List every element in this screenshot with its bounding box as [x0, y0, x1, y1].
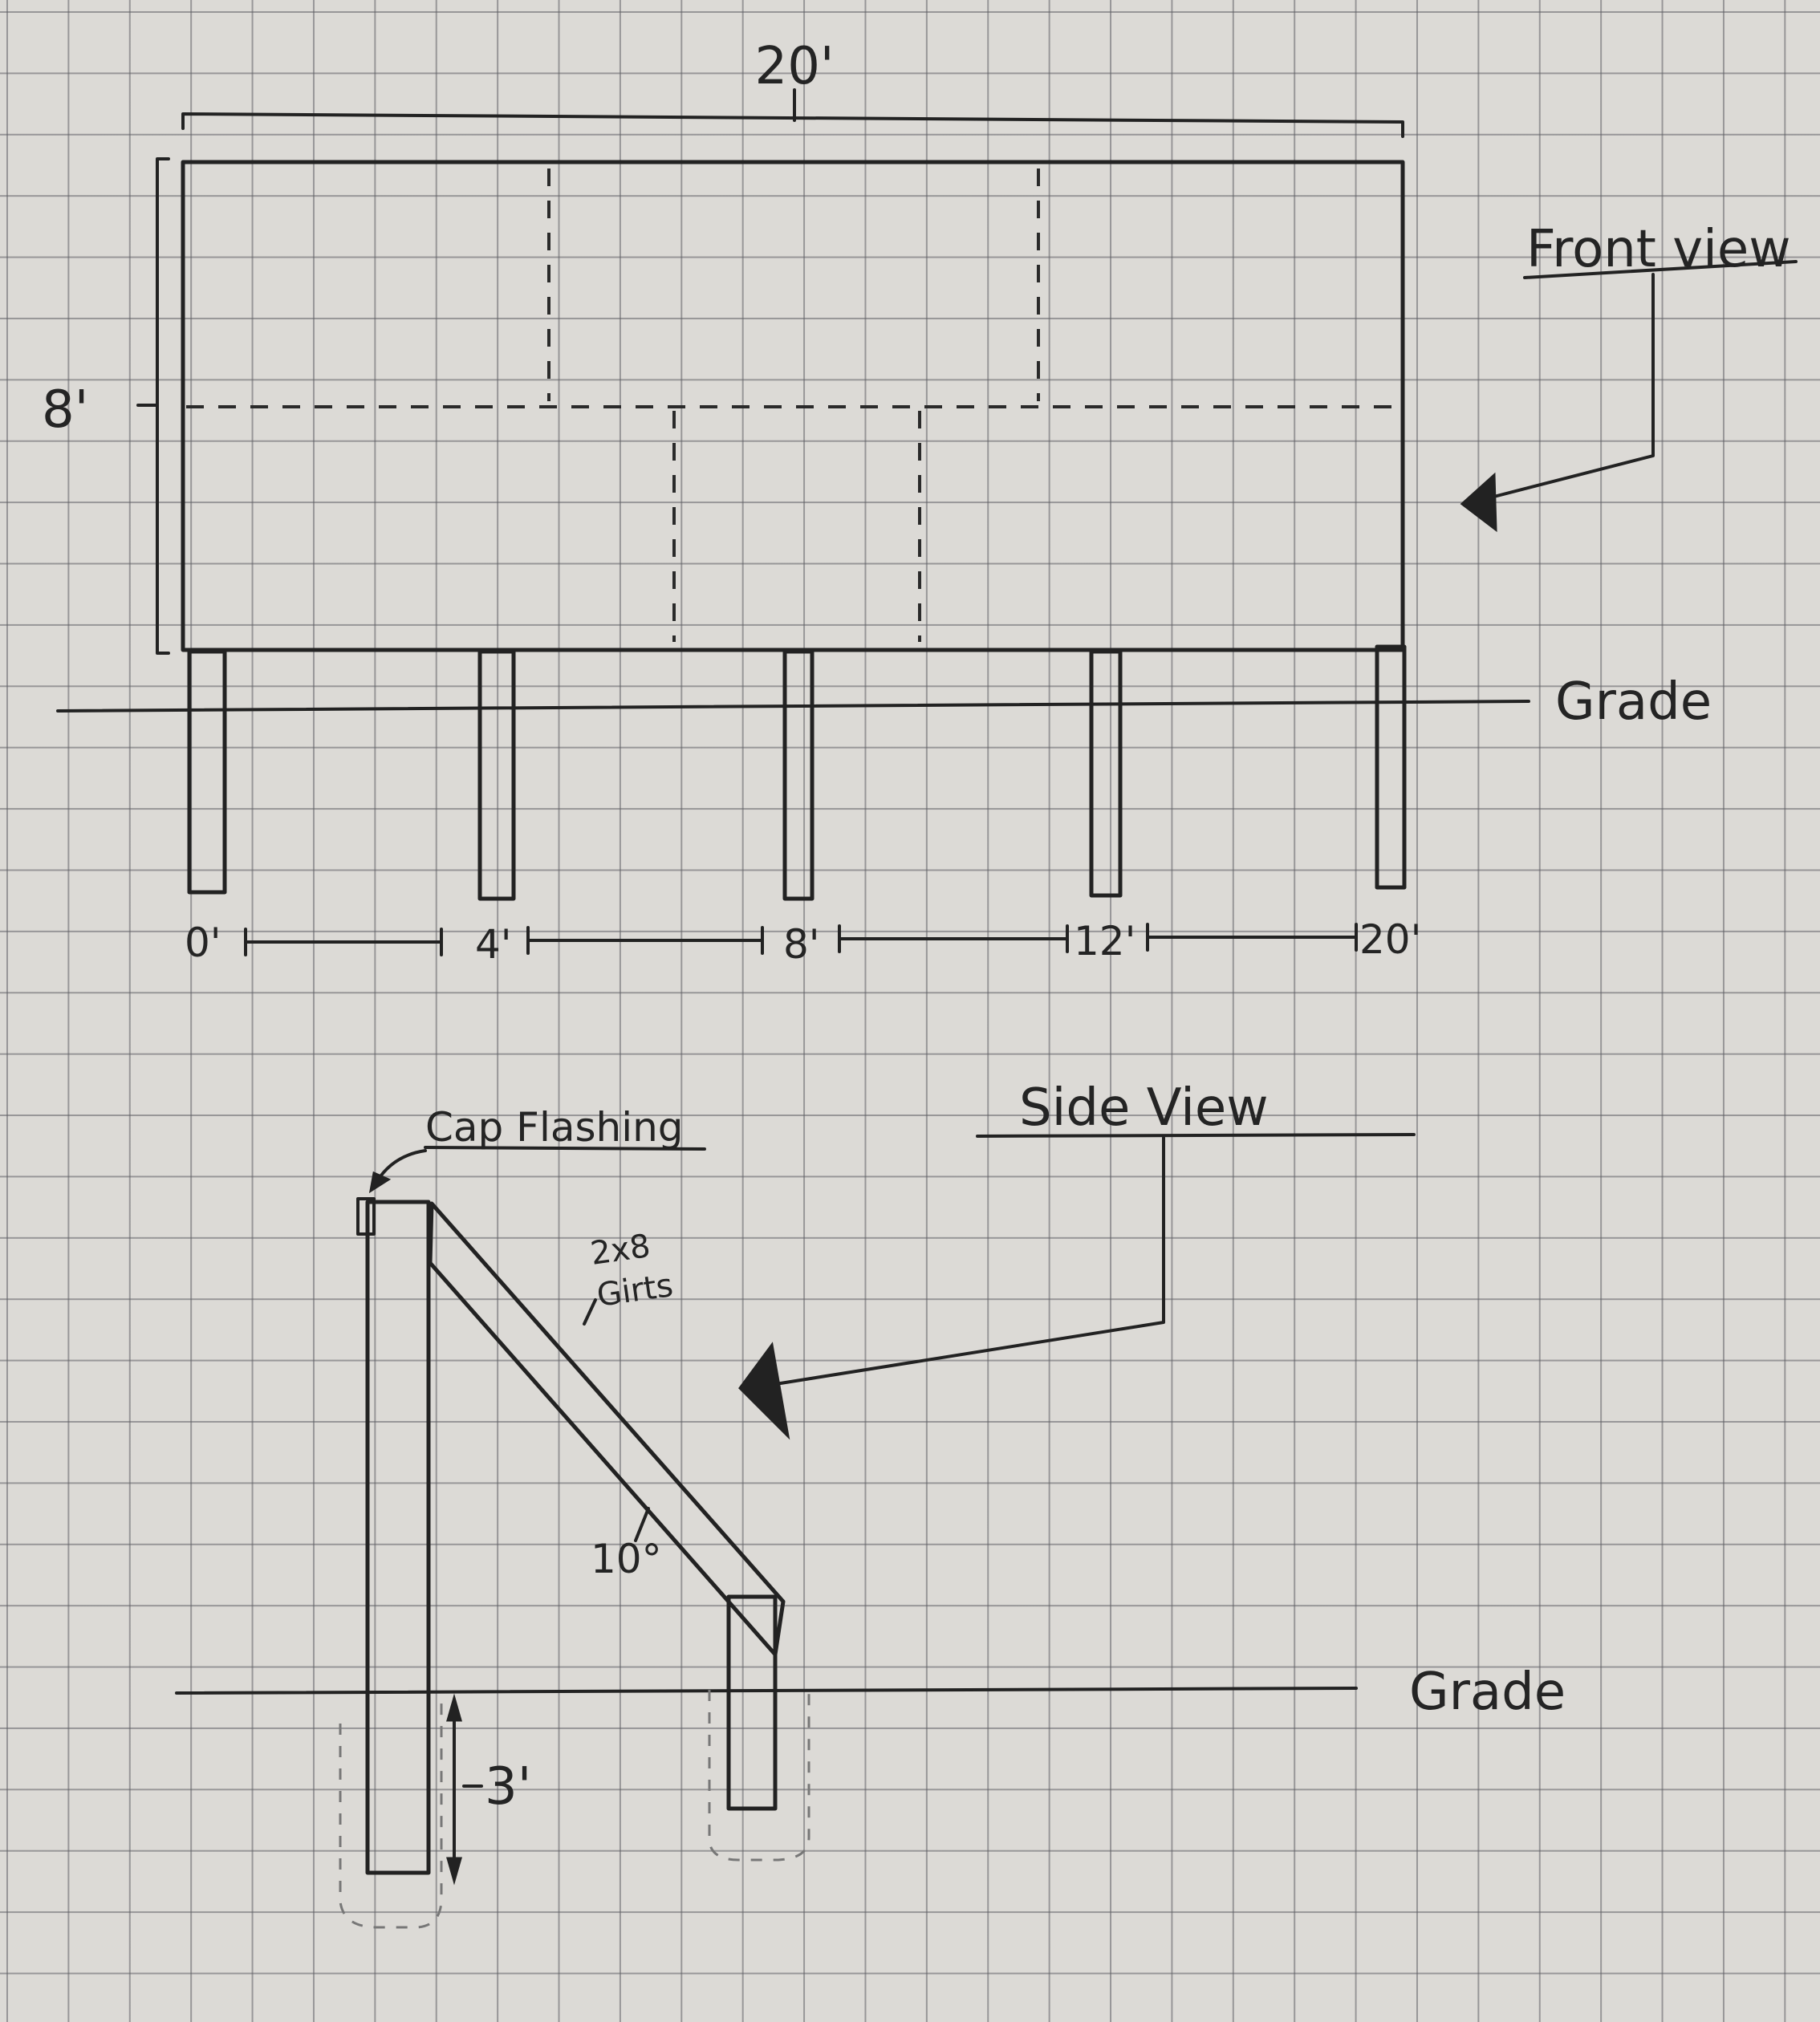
footings [339, 1690, 810, 1929]
spacing-label-20: 20' [1359, 916, 1421, 963]
depth-dimension: 3' [446, 1693, 531, 1886]
spacing-label-0: 0' [185, 920, 221, 966]
spacing-label-12: 12' [1074, 918, 1135, 964]
front-view: 20' 8' Grade [42, 37, 1798, 968]
front-view-callout: Front view [1460, 220, 1798, 533]
side-front-post [365, 1200, 431, 1875]
spacing-label-8: 8' [783, 921, 820, 968]
front-view-arrowhead [1460, 472, 1497, 533]
back-footing-outline [708, 1690, 810, 1862]
height-dimension-label: 8' [42, 380, 88, 440]
spacing-label-4: 4' [475, 921, 512, 968]
angle-callout: 10° [591, 1507, 662, 1582]
side-view-title: Side View [1019, 1078, 1269, 1138]
post-8 [782, 649, 815, 901]
height-dimension: 8' [42, 157, 170, 655]
front-footing-outline [339, 1698, 443, 1929]
girts-callout: 2x8 Girts [583, 1228, 676, 1326]
side-grade-line [175, 1687, 1358, 1695]
post-spacing-dimensions: 0' 4' 8' 12' 20' [185, 916, 1421, 968]
angle-label: 10° [591, 1536, 662, 1582]
front-grade-line [56, 700, 1530, 713]
post-0 [187, 649, 227, 895]
width-dimension: 20' [181, 37, 1404, 138]
side-view-arrowhead [738, 1342, 790, 1440]
depth-dimension-label: 3' [485, 1757, 531, 1817]
post-4 [477, 649, 516, 901]
cap-flashing: Cap Flashing [356, 1104, 706, 1236]
side-back-post [726, 1594, 778, 1811]
diagonal-brace [428, 1201, 786, 1657]
side-grade-label: Grade [1409, 1663, 1566, 1722]
front-posts [187, 644, 1407, 901]
girts-label-size: 2x8 [588, 1228, 652, 1273]
side-view-callout: Side View [738, 1078, 1416, 1440]
width-dimension-label: 20' [754, 37, 834, 96]
panel-seams [186, 168, 1396, 642]
front-grade-label: Grade [1555, 672, 1712, 732]
cap-flashing-label: Cap Flashing [425, 1104, 684, 1151]
side-view: Side View Cap Flashing 2x8 Girts 10° [175, 1078, 1566, 1929]
girts-label-name: Girts [595, 1267, 676, 1314]
post-20 [1375, 644, 1407, 890]
post-12 [1089, 649, 1123, 898]
